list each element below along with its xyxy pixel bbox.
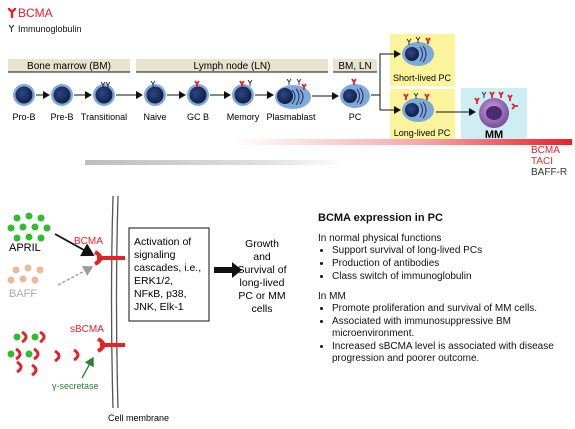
stage-label-bone-marrow: Bone marrow (BM) [27, 61, 111, 72]
cell-short-lived-pc [402, 36, 434, 66]
label-pc: PC [349, 112, 362, 122]
stage-band-lymph-node: Lymph node (LN) [136, 59, 328, 73]
expression-label-bcma: BCMA [531, 145, 560, 156]
differentiation-arrows [36, 50, 476, 116]
normal-item: Support survival of long-lived PCs [332, 245, 570, 257]
activation-line: ERK1/2, [134, 275, 173, 287]
label-gc-b: GC B [187, 112, 209, 122]
mm-item: Promote proliferation and survival of MM… [332, 303, 570, 315]
mm-list: Promote proliferation and survival of MM… [318, 303, 570, 365]
gamma-secretase-arrow [81, 356, 94, 379]
mm-item: Increased sBCMA level is associated with… [332, 341, 570, 365]
normal-item: Production of antibodies [332, 258, 570, 270]
normal-functions-list: Support survival of long-lived PCs Produ… [318, 245, 570, 283]
activation-line: cascades, i.e., [134, 262, 201, 274]
cell-naive [144, 80, 166, 106]
baff-ligands [7, 264, 44, 284]
cell-gc-b [187, 80, 209, 106]
bcma-expression-panel: BCMA expression in PC In normal physical… [318, 212, 570, 366]
cell-pre-b [51, 84, 73, 106]
label-memory: Memory [227, 112, 260, 122]
outcome-line: PC or MM [238, 290, 285, 302]
cell-transitional [93, 81, 115, 106]
mm-item: Associated with immunosuppressive BM mic… [332, 316, 570, 340]
activation-line: Activation of [134, 236, 191, 248]
label-long-lived-pc: Long-lived PC [394, 128, 451, 138]
immunoglobulin-icon [8, 24, 15, 32]
cell-mm [474, 91, 518, 128]
baff-binding-arrow [57, 265, 94, 286]
normal-item: Class switch of immunoglobulin [332, 271, 570, 283]
baff-label: BAFF [9, 288, 37, 300]
gamma-secretase-label: γ-secretase [52, 381, 99, 391]
label-pre-b: Pre-B [50, 112, 73, 122]
legend-bcma-label: BCMA [18, 6, 53, 20]
activation-line: signaling [134, 249, 176, 261]
label-transitional: Transitional [81, 112, 127, 122]
label-mm: MM [485, 129, 503, 141]
cell-memory [232, 79, 254, 106]
cell-long-lived-pc [402, 92, 434, 122]
expression-label-taci: TACI [531, 156, 553, 167]
bcma-receptor-top [93, 250, 125, 266]
cell-pro-b [13, 84, 35, 106]
label-short-lived-pc: Short-lived PC [393, 73, 452, 83]
april-binding-arrow [54, 233, 95, 257]
label-pro-b: Pro-B [12, 112, 35, 122]
april-label: APRIL [9, 242, 41, 254]
outcome-line: cells [251, 303, 272, 315]
bcma-expression-bar [232, 139, 572, 145]
activation-box [128, 227, 210, 322]
label-naive: Naive [143, 112, 166, 122]
panel-title: BCMA expression in PC [318, 212, 443, 224]
normal-functions-heading: In normal physical functions [318, 233, 442, 244]
legend-immunoglobulin-label: Immunoglobulin [18, 24, 82, 34]
bcma-receptor-icon [7, 7, 17, 19]
mm-heading: In MM [318, 291, 346, 302]
sbcma-label: sBCMA [70, 324, 104, 335]
cell-pc [340, 78, 370, 108]
cell-membrane [110, 195, 119, 409]
outcome-text: Growth and Survival of long-lived PC or … [237, 238, 286, 315]
bcma-receptor-bottom [96, 337, 125, 353]
expression-label-baff-r: BAFF-R [531, 167, 567, 178]
cell-membrane-label: Cell membrane [108, 413, 169, 423]
activation-line: JNK, Elk-1 [134, 301, 184, 313]
outcome-line: Survival of [237, 264, 286, 276]
outcome-line: long-lived [240, 277, 285, 289]
cell-labels: Pro-B Pre-B Transitional Naive GC B Memo… [12, 73, 451, 138]
stage-label-lymph-node: Lymph node (LN) [194, 61, 271, 72]
stage-label-bm-ln: BM, LN [338, 61, 371, 72]
april-ligands [7, 212, 51, 242]
stage-band-bm-ln: BM, LN [333, 59, 377, 73]
label-plasmablast: Plasmablast [266, 112, 316, 122]
sbcma-fragments [7, 330, 80, 377]
legend: BCMA Immunoglobulin [7, 6, 82, 34]
outcome-line: Growth [245, 238, 279, 250]
activation-line: NFκB, p38, [134, 288, 187, 300]
stage-band-bone-marrow: Bone marrow (BM) [8, 59, 130, 73]
outcome-arrow [214, 262, 242, 278]
outcome-line: and [253, 251, 271, 263]
cell-plasmablast [275, 78, 311, 109]
activation-text: Activation of signaling cascades, i.e., … [134, 236, 201, 313]
baff-r-expression-bar [85, 160, 345, 165]
bcma-membrane-label: BCMA [74, 236, 103, 247]
